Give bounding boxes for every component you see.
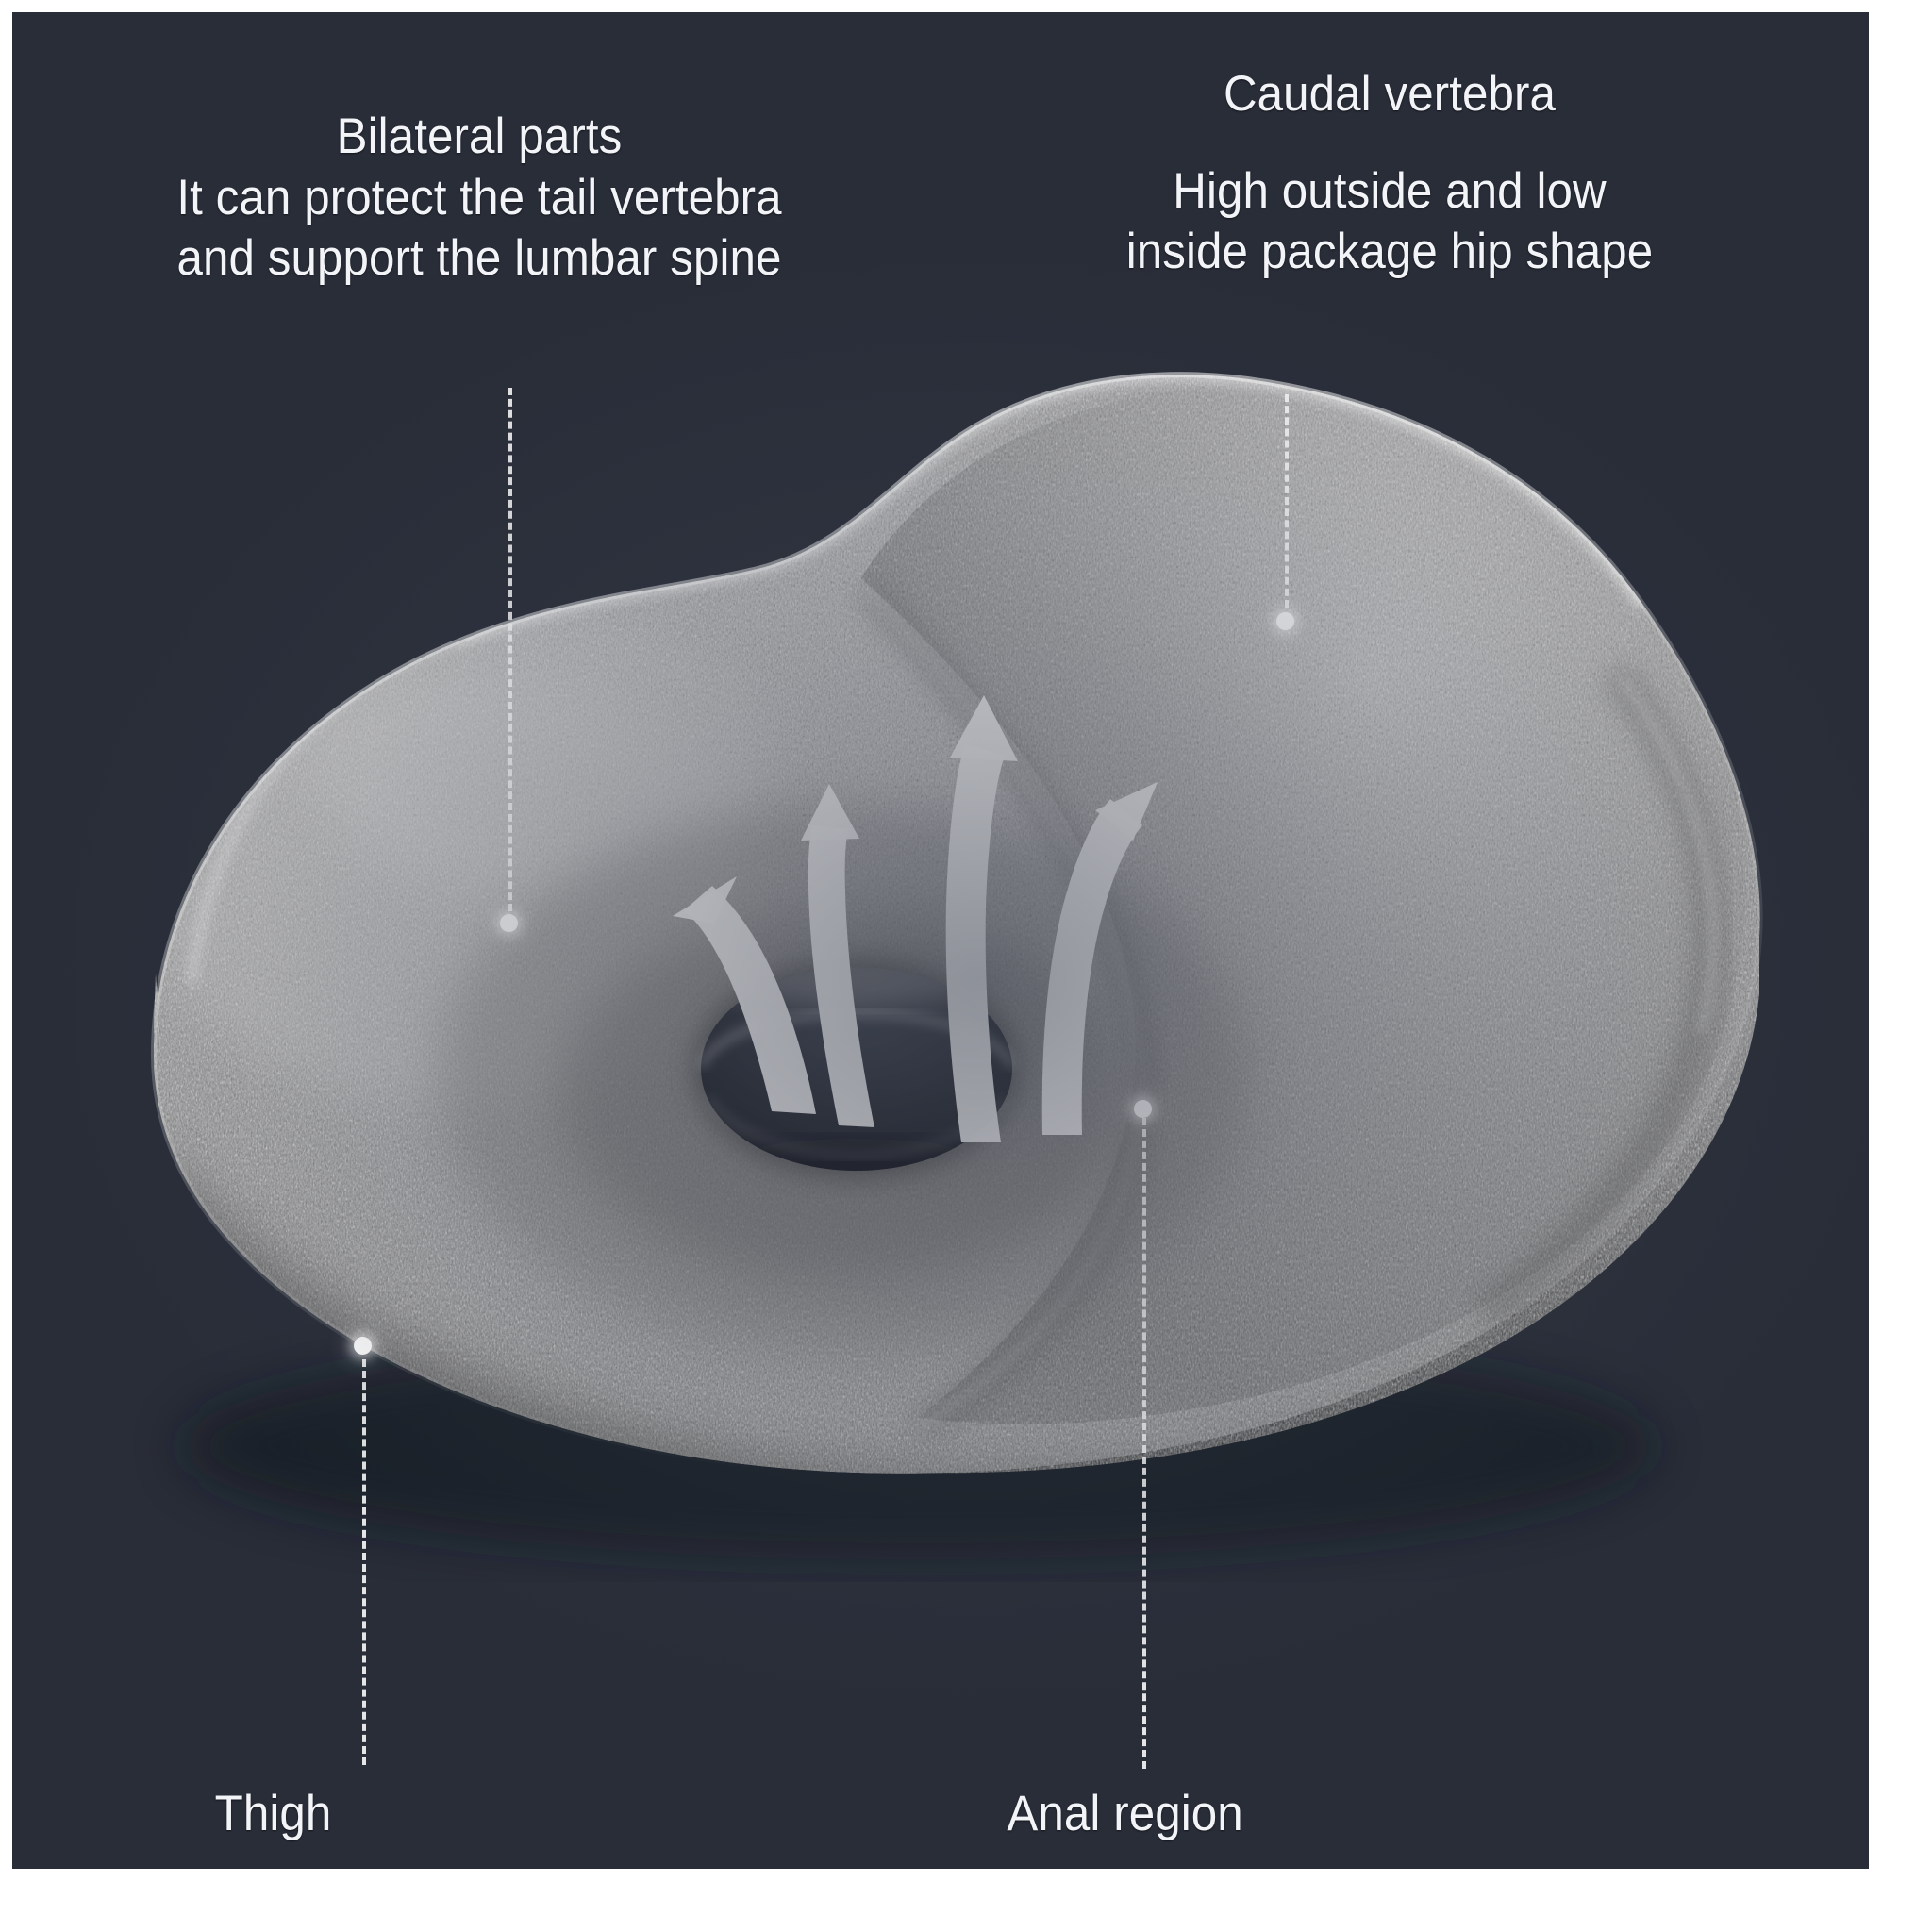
annotation-thigh: Thigh — [210, 1784, 336, 1845]
thigh-label: Thigh — [214, 1786, 332, 1841]
cushion-body — [150, 372, 1763, 1476]
anal-region-label: Anal region — [1007, 1786, 1243, 1841]
bilateral-parts-heading: Bilateral parts — [336, 108, 623, 164]
airflow-arrow-2 — [801, 784, 874, 1127]
airflow-arrows — [673, 695, 1158, 1142]
airflow-arrow-3 — [945, 695, 1018, 1142]
bilateral-parts-line-2: and support the lumbar spine — [176, 230, 782, 287]
caudal-vertebra-line-2: inside package hip shape — [1125, 224, 1654, 280]
annotation-anal-region: Anal region — [998, 1784, 1252, 1845]
cushion-illustration — [150, 372, 1763, 1559]
anal-region-marker-dot[interactable] — [1134, 1100, 1152, 1118]
bilateral-parts-marker-dot[interactable] — [500, 914, 518, 932]
annotation-bilateral-parts: Bilateral parts It can protect the tail … — [116, 107, 842, 290]
caudal-spacer — [1065, 125, 1714, 161]
leader-line-thigh — [362, 1359, 366, 1765]
dark-panel: Bilateral parts It can protect the tail … — [12, 12, 1869, 1869]
leader-line-anal-region — [1142, 1118, 1146, 1769]
thigh-marker-dot[interactable] — [354, 1337, 372, 1355]
bilateral-parts-line-1: It can protect the tail vertebra — [176, 169, 782, 225]
leader-line-caudal-vertebra — [1285, 394, 1289, 608]
caudal-vertebra-line-1: High outside and low — [1173, 162, 1607, 219]
caudal-vertebra-marker-dot[interactable] — [1276, 612, 1294, 630]
airflow-arrow-1 — [673, 876, 816, 1114]
airflow-arrow-4 — [1041, 782, 1158, 1135]
caudal-vertebra-heading: Caudal vertebra — [1223, 66, 1557, 122]
leader-line-bilateral-parts — [508, 388, 512, 911]
annotation-caudal-vertebra: Caudal vertebra High outside and low ins… — [1041, 64, 1739, 283]
